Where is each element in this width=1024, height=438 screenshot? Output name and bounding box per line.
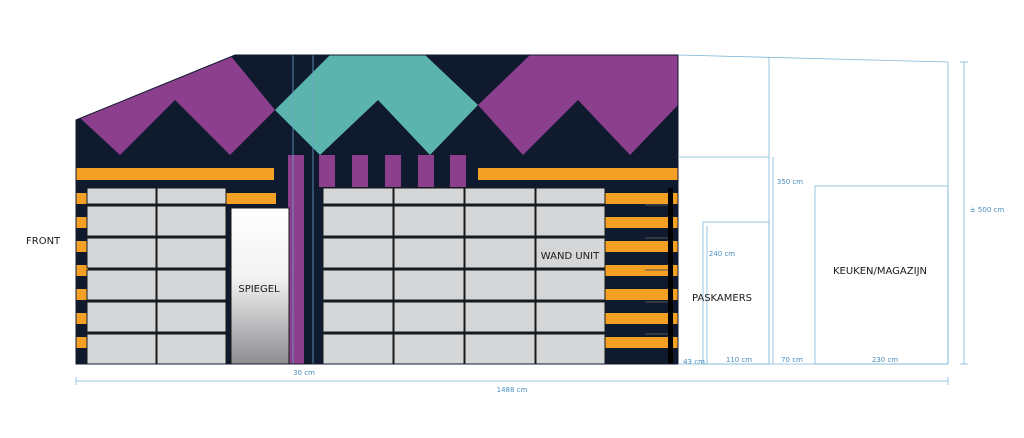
paskamers-label: PASKAMERS	[692, 293, 752, 304]
purple-post-4	[385, 155, 401, 187]
front-wall	[76, 55, 678, 364]
purple-post-2	[319, 155, 335, 187]
orange-stripes-right	[605, 193, 678, 348]
mirror-panel	[230, 207, 290, 364]
dimension-lines	[75, 61, 968, 385]
wand-unit-grid	[322, 187, 606, 364]
purple-chevron-left	[80, 55, 275, 155]
black-pole	[668, 188, 673, 364]
purple-chevron-right	[478, 55, 678, 155]
teal-chevron-center	[275, 55, 478, 155]
dim-70cm: 70 cm	[781, 356, 803, 364]
wall-guide-lines	[292, 55, 314, 364]
dim-110cm: 110 cm	[726, 356, 752, 364]
dim-500cm: ± 500 cm	[970, 206, 1005, 214]
keuken-label: KEUKEN/MAGAZIJN	[833, 266, 927, 277]
wall-outline	[75, 54, 679, 365]
dim-1488cm: 1488 cm	[497, 386, 528, 394]
spiegel-label: SPIEGEL	[238, 284, 280, 295]
left-panel-grid	[86, 187, 227, 364]
dim-350cm: 350 cm	[777, 178, 803, 186]
dim-43cm: 43 cm	[683, 358, 705, 366]
pole-hooks	[645, 204, 668, 335]
dim-240cm: 240 cm	[709, 250, 735, 258]
purple-post-5	[418, 155, 434, 187]
orange-bar-top-left	[76, 168, 274, 180]
orange-stripes-left	[76, 193, 276, 348]
purple-post-3	[352, 155, 368, 187]
front-label: FRONT	[26, 236, 61, 247]
purple-post-6	[450, 155, 466, 187]
orange-bar-top-right	[478, 168, 678, 180]
dim-30cm: 30 cm	[293, 369, 315, 377]
dim-230cm: 230 cm	[872, 356, 898, 364]
purple-post-1	[288, 155, 304, 364]
right-plan-outline	[677, 54, 949, 365]
wand-unit-label: WAND UNIT	[541, 251, 600, 262]
